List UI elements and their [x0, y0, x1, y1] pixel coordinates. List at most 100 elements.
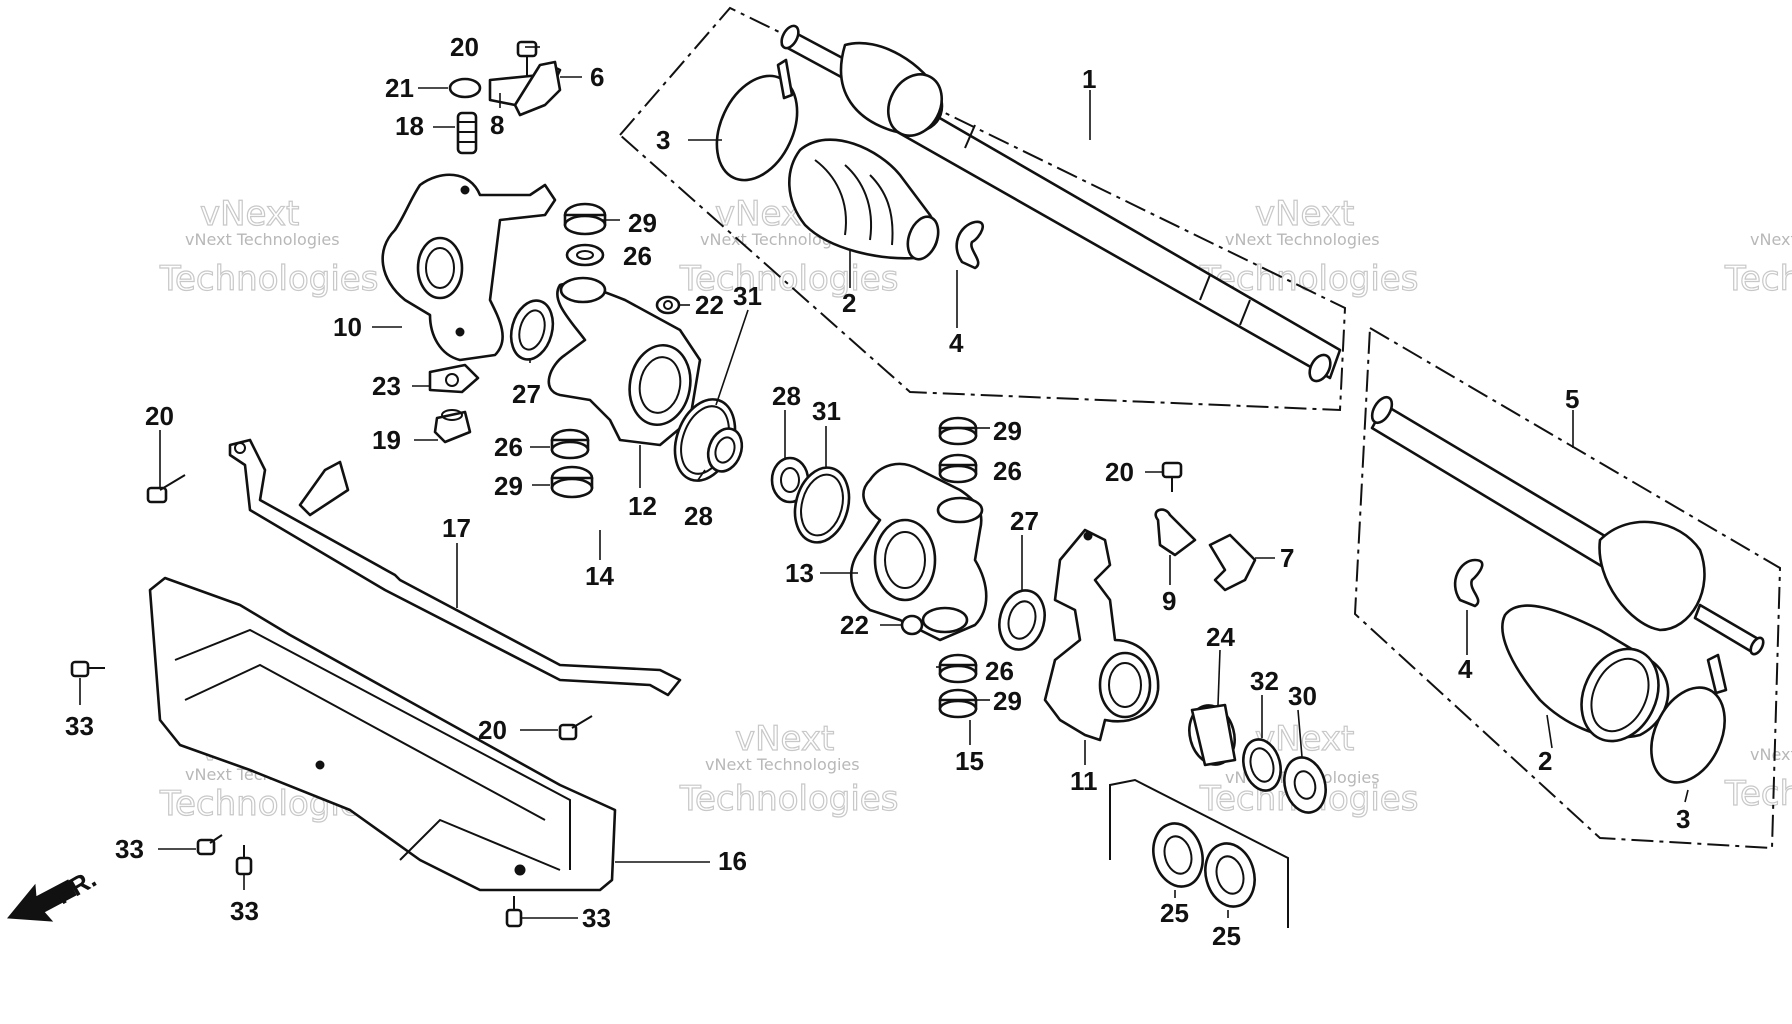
callout-23: 23	[372, 371, 401, 401]
callout-26-lower-right: 26	[985, 656, 1014, 686]
driveshaft-right	[1370, 395, 1765, 656]
callout-9: 9	[1162, 586, 1176, 616]
boot-left	[788, 138, 940, 261]
tie-rod-stud	[456, 111, 478, 155]
callout-11: 11	[1070, 766, 1098, 796]
callout-29-lower-left: 29	[494, 471, 523, 501]
watermark-3: vNext vNext Technologies Technologies	[1198, 193, 1419, 299]
callout-24: 24	[1206, 622, 1235, 652]
front-arrow: FR.	[6, 863, 101, 922]
callout-4-left: 4	[949, 328, 964, 358]
callout-29-upper-right: 29	[993, 416, 1022, 446]
bolt-20-top	[516, 40, 538, 76]
housing-right	[850, 462, 988, 642]
callout-25-a: 25	[1160, 898, 1189, 928]
bracket-9	[1154, 508, 1197, 557]
callout-27-left: 27	[512, 379, 541, 409]
callout-26-upper-right: 26	[993, 456, 1022, 486]
watermark-4: vNext Technologies	[1723, 230, 1792, 300]
watermark-layer: vNext vNext Technologies Technologies vN…	[158, 193, 1792, 824]
callout-20-top: 20	[450, 32, 479, 62]
callout-29-upper-left: 29	[628, 208, 657, 238]
nut-19	[433, 409, 472, 444]
knuckle-right	[1043, 528, 1160, 742]
callout-17: 17	[442, 513, 471, 543]
callout-2-left: 2	[842, 288, 856, 318]
callout-15: 15	[955, 746, 984, 776]
skid-plate	[148, 576, 617, 892]
svg-text:vNext Technologies: vNext Technologies	[705, 755, 860, 774]
housing-left	[547, 276, 702, 447]
callout-27-right: 27	[1010, 506, 1039, 536]
svg-text:vNext Technologies: vNext Technologies	[1225, 230, 1380, 249]
callout-6: 6	[590, 62, 604, 92]
bracket-6-8	[488, 60, 562, 117]
washer-23	[428, 363, 480, 394]
oring-31-right	[793, 466, 851, 544]
callout-20-skid: 20	[478, 715, 507, 745]
callout-22-lower: 22	[840, 610, 869, 640]
callout-28-left: 28	[684, 501, 713, 531]
watermark-8: vNext Technologies	[1723, 745, 1792, 815]
stabilizer-rod	[228, 438, 682, 697]
callout-5: 5	[1565, 384, 1579, 414]
callout-3-right: 3	[1676, 804, 1690, 834]
callout-31-left: 31	[733, 281, 762, 311]
snap-ring-left	[955, 220, 985, 270]
svg-text:Technologies: Technologies	[159, 259, 378, 299]
bushings-left	[550, 202, 607, 499]
callout-21: 21	[385, 73, 414, 103]
svg-text:vNext: vNext	[1255, 194, 1354, 234]
leader-lines	[79, 46, 1689, 919]
bolt-20-left	[146, 474, 186, 504]
snap-ring-right	[1453, 558, 1484, 608]
watermark-1: vNext vNext Technologies Technologies	[158, 193, 379, 299]
callout-26-lower-left: 26	[494, 432, 523, 462]
callout-12: 12	[628, 491, 657, 521]
bolt-20-right	[1161, 461, 1183, 492]
callout-29-lower-right: 29	[993, 686, 1022, 716]
svg-text:Technologies: Technologies	[679, 779, 898, 819]
callout-7: 7	[1280, 543, 1294, 573]
bolt-33-bottom-c	[505, 896, 523, 928]
knuckle-left	[381, 173, 557, 362]
callout-28-right: 28	[772, 381, 801, 411]
svg-text:Technologies: Technologies	[1724, 774, 1792, 814]
driveshaft-left	[780, 24, 1342, 383]
callout-16: 16	[718, 846, 747, 876]
watermark-6: vNext vNext Technologies Technologies	[678, 718, 899, 819]
callout-8: 8	[490, 110, 504, 140]
nut-21	[448, 77, 482, 99]
svg-text:vNext Technologies: vNext Technologies	[185, 230, 340, 249]
boot-clamp-right	[1650, 653, 1728, 784]
svg-text:vNext: vNext	[200, 194, 299, 234]
callout-33-left: 33	[65, 711, 94, 741]
bolt-33-left	[70, 660, 105, 678]
callout-30: 30	[1288, 681, 1317, 711]
callout-25-b: 25	[1212, 921, 1241, 951]
callout-31-right: 31	[812, 396, 841, 426]
callout-3-left: 3	[656, 125, 670, 155]
svg-text:Technologies: Technologies	[1724, 259, 1792, 299]
group-outline-right-driveshaft	[1353, 326, 1782, 850]
svg-text:vNext: vNext	[735, 719, 834, 759]
seal-30	[1283, 756, 1327, 814]
callout-1: 1	[1082, 64, 1096, 94]
nut-22-lower	[900, 614, 924, 636]
callout-10: 10	[333, 312, 362, 342]
bolt-33-bottom-b	[235, 845, 253, 876]
callout-33-bottom-b: 33	[230, 896, 259, 926]
callout-13: 13	[785, 558, 814, 588]
nut-22-upper	[655, 295, 681, 315]
callout-33-bottom-a: 33	[115, 834, 144, 864]
bolt-20-skid	[558, 715, 593, 741]
callout-20-left: 20	[145, 401, 174, 431]
callout-18: 18	[395, 111, 424, 141]
bracket-7	[1208, 533, 1257, 592]
callout-33-bottom-c: 33	[582, 903, 611, 933]
callout-19: 19	[372, 425, 401, 455]
callouts: 1 2 3 4 5 2 3 4 6 7 8 9 10 11 12 13 14 1…	[65, 32, 1690, 951]
seal-27-left	[509, 299, 555, 361]
bushings-right	[938, 416, 978, 719]
